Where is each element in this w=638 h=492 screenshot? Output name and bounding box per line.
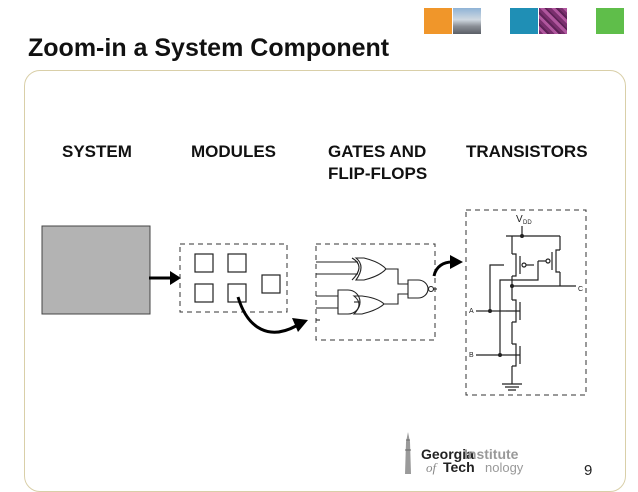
module-square	[227, 283, 247, 303]
module-square	[261, 274, 281, 294]
logo-institute: Institute	[464, 446, 519, 462]
transistors-box	[465, 209, 587, 396]
tower-icon	[405, 432, 411, 474]
label-vdd: V	[516, 214, 523, 225]
heading-system: SYSTEM	[62, 142, 132, 161]
page-number: 9	[584, 462, 593, 479]
heading-gates-line2: FLIP-FLOPS	[328, 164, 428, 183]
module-square	[227, 253, 247, 273]
georgia-tech-logo: Georgia Institute of Tech nology	[396, 430, 556, 478]
zoom-diagram: V DD C A B	[41, 209, 587, 396]
vdd-node	[520, 234, 524, 238]
heading-gates-line1: GATES AND	[328, 142, 427, 161]
system-block	[41, 225, 151, 315]
heading-modules: MODULES	[191, 142, 276, 161]
chip-photo-tile	[539, 8, 567, 34]
arrow-modules-to-gates-head	[292, 318, 308, 332]
label-output: C	[578, 286, 583, 293]
label-vdd-sub: DD	[523, 220, 532, 226]
gates-box	[315, 243, 436, 341]
label-input-a: A	[469, 308, 474, 315]
logic-gates	[316, 257, 437, 321]
blue-tile	[510, 8, 538, 34]
module-square	[194, 253, 214, 273]
arrow-gates-to-transistors	[432, 260, 453, 277]
input-a-node	[488, 309, 492, 313]
module-square	[194, 283, 214, 303]
logo-nology: nology	[485, 460, 524, 475]
output-node	[510, 284, 514, 288]
logo-georgia: Georgia	[421, 446, 474, 462]
input-b-node	[498, 353, 502, 357]
arrow-gates-to-transistors-head	[450, 255, 463, 269]
arrow-modules-to-gates	[236, 296, 297, 334]
heading-transistors: TRANSISTORS	[466, 142, 588, 161]
logo-of: of	[426, 460, 437, 475]
logo-tech: Tech	[443, 459, 475, 475]
campus-photo-tile	[453, 8, 481, 34]
green-tile	[596, 8, 624, 34]
arrow-system-to-modules-head	[170, 271, 181, 285]
slide-title: Zoom-in a System Component	[28, 34, 390, 62]
transistor-schematic	[476, 226, 576, 391]
orange-tile	[424, 8, 452, 34]
modules-box	[179, 243, 288, 313]
label-input-b: B	[469, 352, 474, 359]
